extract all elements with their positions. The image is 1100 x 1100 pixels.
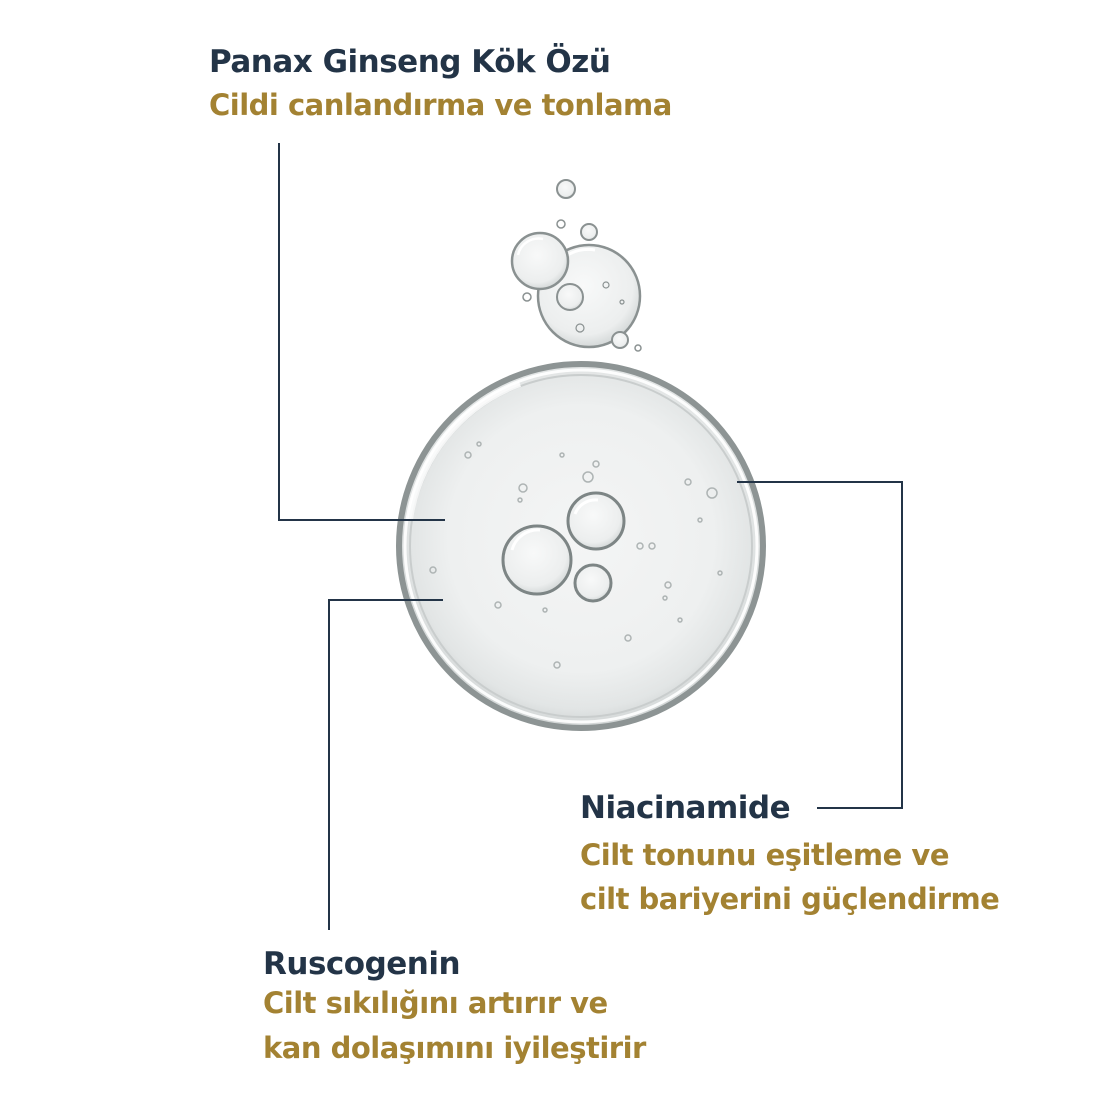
ruscogenin-title: Ruscogenin [263,946,461,982]
panax-title: Panax Ginseng Kök Özü [209,44,611,80]
niacinamide-description-line-2: cilt bariyerini güçlendirme [580,882,1000,916]
niacinamide-connector-line [737,481,903,809]
ruscogenin-connector-line [328,599,443,930]
inner-bubble [501,524,573,596]
micro-bubbles [429,441,723,669]
niacinamide-title: Niacinamide [580,790,791,826]
inner-bubble [573,563,613,603]
ruscogenin-description-line-1: Cilt sıkılığını artırır ve [263,986,608,1020]
panax-description: Cildi canlandırma ve tonlama [209,88,672,122]
serum-drop [396,361,766,731]
bubble-cluster [510,179,642,352]
inner-bubble [566,491,626,551]
panax-connector-line [278,143,445,521]
ruscogenin-description-line-2: kan dolaşımını iyileştirir [263,1031,646,1065]
niacinamide-description-line-1: Cilt tonunu eşitleme ve [580,838,949,872]
